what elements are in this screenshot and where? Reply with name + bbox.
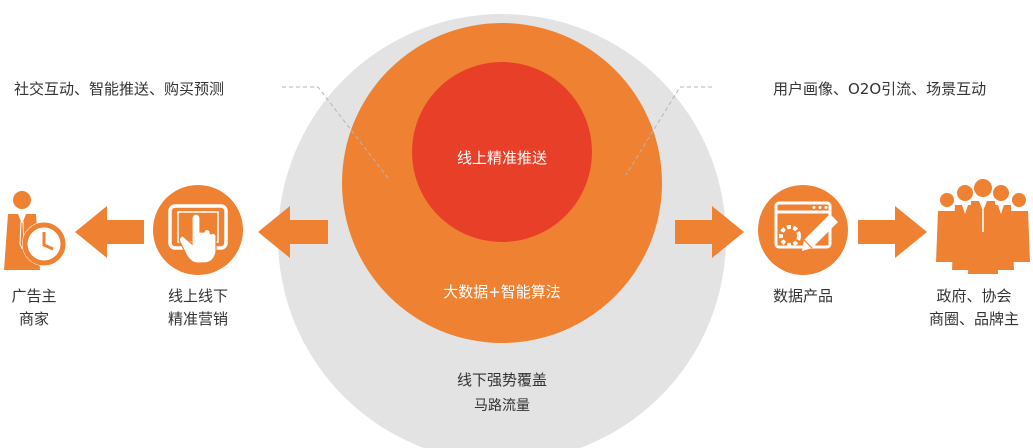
arrow-left-near [258, 206, 328, 258]
outer-circle-label-1: 线下强势覆盖 [456, 371, 547, 389]
partners-label-line2: 商圈、品牌主 [928, 310, 1019, 328]
inner-circle [412, 62, 592, 242]
tablet-touch-icon [153, 185, 243, 275]
tablet-label: 线上线下 精准营销 [138, 285, 258, 331]
arrow-right-near [675, 206, 744, 258]
tablet-label-line2: 精准营销 [167, 310, 228, 328]
partners-label: 政府、协会 商圈、品牌主 [918, 285, 1030, 331]
callout-line-left [282, 86, 389, 179]
merchant-label-line2: 商家 [18, 310, 49, 328]
arrow-left-far [75, 206, 144, 258]
tablet-label-line1: 线上线下 [167, 287, 228, 305]
merchant-label-line1: 广告主 [11, 287, 57, 305]
arrow-right-far [858, 206, 927, 258]
callout-line-right [625, 86, 712, 176]
inner-circle-label: 线上精准推送 [456, 149, 547, 167]
middle-circle-label: 大数据+智能算法 [443, 283, 561, 301]
businessman-clock-icon [4, 191, 66, 270]
product-label-line1: 数据产品 [772, 287, 833, 305]
product-label: 数据产品 [743, 285, 863, 308]
browser-edit-icon [758, 185, 848, 275]
callout-right: 用户画像、O2O引流、场景互动 [773, 80, 987, 98]
outer-circle-label-2: 马路流量 [474, 398, 530, 414]
partners-label-line1: 政府、协会 [936, 287, 1012, 305]
merchant-label: 广告主 商家 [0, 285, 68, 331]
business-team-icon [936, 179, 1030, 274]
callout-left: 社交互动、智能推送、购买预测 [14, 80, 225, 98]
